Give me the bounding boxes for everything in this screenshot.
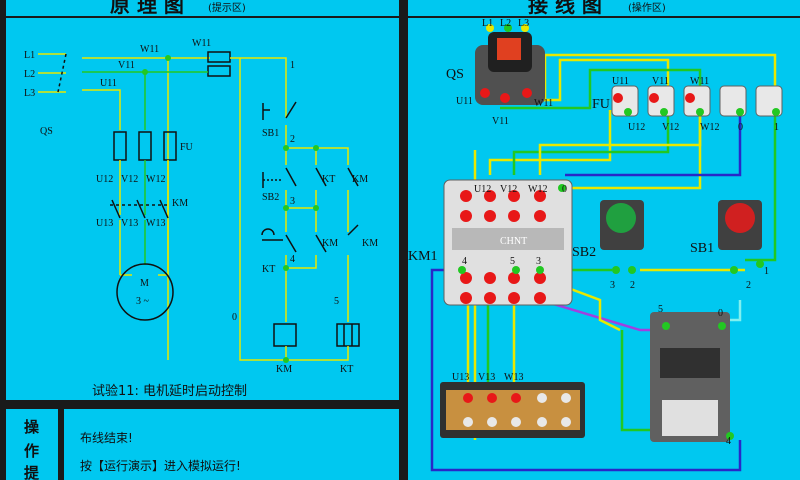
wl-fu-v12: V12 [662, 122, 679, 133]
label-km-main: KM [172, 198, 188, 209]
wl-fu: FU [592, 97, 610, 112]
wl-km-u12: U12 [474, 184, 491, 195]
ops-side-label-3: 提 [24, 464, 40, 480]
wiring-panel: 接 线 图 (操作区) [403, 0, 800, 480]
wl-fu-u12: U12 [628, 122, 645, 133]
label-v12: V12 [121, 174, 138, 185]
label-n1: 1 [290, 60, 295, 71]
schematic-title-hint: (提示区) [208, 2, 246, 14]
label-kt-timer: KT [262, 264, 275, 275]
schematic-power-lines [38, 51, 287, 360]
wl-km-4: 4 [462, 256, 467, 267]
label-w12: W12 [146, 174, 165, 185]
wl-qs: QS [446, 67, 464, 82]
wl-sb2-3: 3 [610, 280, 615, 291]
sb1-stop-button[interactable] [718, 200, 764, 274]
label-kt-contact: KT [322, 174, 335, 185]
label-km-coil: KM [276, 364, 292, 375]
wl-sb1: SB1 [690, 241, 714, 256]
label-qs: QS [40, 126, 53, 137]
label-u12: U12 [96, 174, 113, 185]
wl-km-5: 5 [510, 256, 515, 267]
label-n5: 5 [334, 296, 339, 307]
wl-fu-v11: V11 [652, 76, 669, 87]
wl-v11: V11 [492, 116, 509, 127]
label-l3: L3 [24, 88, 35, 99]
label-w13: W13 [146, 218, 165, 229]
label-km-contact-2: KM [322, 238, 338, 249]
schematic-title: 原 理 图 [110, 0, 184, 17]
motor-terminal-block[interactable] [440, 382, 585, 438]
km1-brand-plate: CHNT [500, 236, 527, 247]
label-w11-b: W11 [192, 38, 211, 49]
wl-kt-0: 0 [718, 308, 723, 319]
schematic-panel: 原 理 图 (提示区) [0, 0, 403, 403]
contactor-km1[interactable]: CHNT [443, 179, 573, 306]
label-n3: 3 [290, 196, 295, 207]
label-km-contact-1: KM [352, 174, 368, 185]
wl-w11: W11 [534, 98, 553, 109]
label-motor-m: M [140, 278, 149, 289]
wl-km-w13: W13 [504, 372, 523, 383]
wl-km1: KM1 [408, 249, 438, 264]
label-sb1: SB1 [262, 128, 279, 139]
schematic-caption: 试验11: 电机延时启动控制 [92, 383, 247, 399]
wl-kt-4: 4 [726, 436, 731, 447]
label-v11: V11 [118, 60, 135, 71]
sb2-start-button[interactable] [600, 200, 644, 274]
wl-fu-u11: U11 [612, 76, 629, 87]
wl-fu-w12: W12 [700, 122, 719, 133]
wl-sb2-2: 2 [630, 280, 635, 291]
ops-side-label-1: 操 [24, 418, 40, 436]
wl-l1: L1 [482, 18, 493, 29]
wiring-labels: L1 L2 L3 QS U11 V11 W11 FU U11 V11 W11 U… [408, 18, 779, 447]
label-motor-3: 3 ~ [136, 296, 150, 307]
schematic-control-circuit [239, 58, 360, 363]
wl-km-3: 3 [536, 256, 541, 267]
label-w11-a: W11 [140, 44, 159, 55]
label-kt-coil: KT [340, 364, 353, 375]
label-n2: 2 [290, 134, 295, 145]
wl-kt-5: 5 [658, 304, 663, 315]
wl-sb2: SB2 [572, 245, 596, 260]
label-n4: 4 [290, 254, 295, 265]
wl-fu-0: 0 [738, 122, 743, 133]
wl-km-v12: V12 [500, 184, 517, 195]
wl-km-u13: U13 [452, 372, 469, 383]
wl-u11: U11 [456, 96, 473, 107]
label-u13: U13 [96, 218, 113, 229]
fuse-block[interactable] [611, 85, 783, 117]
operation-tips-panel: 操 作 提 布线结束! 按【运行演示】进入模拟运行! [0, 403, 403, 480]
wl-l3: L3 [518, 18, 529, 29]
wl-km-v13: V13 [478, 372, 495, 383]
ops-message-1: 布线结束! [80, 431, 133, 445]
label-l2: L2 [24, 69, 35, 80]
qs-isolator-switch[interactable] [475, 24, 545, 105]
wl-l2: L2 [500, 18, 511, 29]
wl-sb1-2: 2 [746, 280, 751, 291]
wiring-title: 接 线 图 [528, 0, 602, 17]
label-v13: V13 [121, 218, 138, 229]
label-sb2: SB2 [262, 192, 279, 203]
label-l1: L1 [24, 50, 35, 61]
wl-km-0: 0 [562, 184, 567, 195]
wl-km-w12: W12 [528, 184, 547, 195]
time-relay-kt[interactable] [650, 312, 734, 442]
ops-side-label-2: 作 [24, 442, 39, 460]
ops-message-2: 按【运行演示】进入模拟运行! [80, 458, 241, 473]
wl-sb1-1: 1 [764, 266, 769, 277]
label-fu: FU [180, 142, 194, 153]
wl-fu-1: 1 [774, 122, 779, 133]
label-n0: 0 [232, 312, 237, 323]
wl-fu-w11: W11 [690, 76, 709, 87]
wiring-title-hint: (操作区) [628, 1, 666, 14]
schematic-labels: L1 L2 L3 QS W11 W11 V11 U11 FU U12 V12 W… [24, 38, 378, 375]
label-u11: U11 [100, 78, 117, 89]
label-km-contact-3: KM [362, 238, 378, 249]
